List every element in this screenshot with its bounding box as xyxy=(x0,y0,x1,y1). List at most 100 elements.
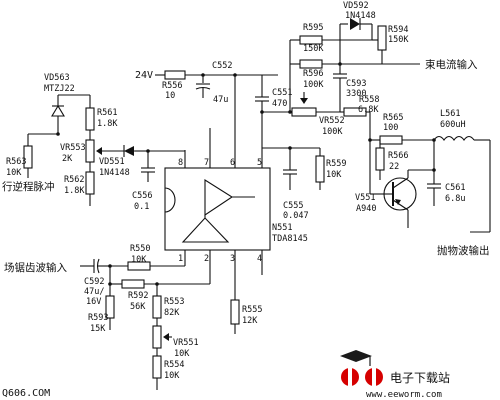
svg-text:V551: V551 xyxy=(355,193,375,203)
svg-text:470: 470 xyxy=(272,99,287,109)
svg-text:VD592: VD592 xyxy=(343,1,369,11)
svg-text:15K: 15K xyxy=(90,324,106,334)
svg-text:R594: R594 xyxy=(388,25,408,35)
svg-text:600uH: 600uH xyxy=(440,120,466,130)
r596 xyxy=(299,59,323,69)
r566 xyxy=(375,147,385,171)
vd563 xyxy=(51,104,65,117)
svg-text:R555: R555 xyxy=(242,305,262,315)
svg-text:1.8K: 1.8K xyxy=(64,186,85,196)
l561 xyxy=(433,135,475,141)
vr552 xyxy=(291,107,317,117)
svg-text:1N4148: 1N4148 xyxy=(345,11,376,21)
watermark-left: Q606.COM xyxy=(2,388,50,399)
svg-text:6.8u: 6.8u xyxy=(445,194,465,204)
svg-text:150K: 150K xyxy=(388,35,409,45)
r595 xyxy=(299,35,323,45)
svg-text:R550: R550 xyxy=(130,244,150,254)
svg-text:10K: 10K xyxy=(164,371,180,381)
svg-text:10K: 10K xyxy=(326,170,342,180)
svg-text:R563: R563 xyxy=(6,157,26,167)
svg-text:6.8K: 6.8K xyxy=(358,105,379,115)
svg-text:A940: A940 xyxy=(356,204,376,214)
beam-current-input-label: 束电流输入 xyxy=(425,58,478,71)
pin-3: 3 xyxy=(230,254,235,264)
parabola-output-label: 抛物波输出 xyxy=(437,244,490,257)
svg-text:10K: 10K xyxy=(174,349,190,359)
op-amp-upper xyxy=(204,179,234,217)
supply-label: 24V xyxy=(135,70,153,81)
r559 xyxy=(315,155,325,183)
svg-text:L561: L561 xyxy=(440,109,460,119)
r556 xyxy=(164,70,186,80)
r553 xyxy=(152,295,162,319)
svg-text:10: 10 xyxy=(165,91,175,101)
svg-text:R559: R559 xyxy=(326,159,346,169)
r562 xyxy=(85,171,95,195)
svg-text:16V: 16V xyxy=(86,297,101,307)
svg-text:R558: R558 xyxy=(359,95,379,105)
r565 xyxy=(379,135,403,145)
svg-text:1N4148: 1N4148 xyxy=(99,168,130,178)
watermark-brand: 电子下载站 xyxy=(390,371,450,385)
pin-4: 4 xyxy=(257,254,262,264)
svg-text:0.047: 0.047 xyxy=(283,211,309,221)
flyback-pulse-label: 行逆程脉冲 xyxy=(2,180,55,193)
svg-text:12K: 12K xyxy=(242,316,258,326)
svg-text:R565: R565 xyxy=(383,113,403,123)
svg-text:3300: 3300 xyxy=(346,89,366,99)
svg-text:R566: R566 xyxy=(388,151,408,161)
svg-text:VR552: VR552 xyxy=(319,116,345,126)
watermark-url: www.eeworm.com xyxy=(366,390,442,400)
svg-text:47u: 47u xyxy=(213,95,228,105)
r554 xyxy=(152,355,162,379)
svg-text:10K: 10K xyxy=(6,168,22,178)
svg-text:C592: C592 xyxy=(84,277,104,287)
svg-text:150K: 150K xyxy=(303,44,324,54)
svg-text:100: 100 xyxy=(383,123,398,133)
svg-text:100K: 100K xyxy=(303,80,324,90)
svg-text:56K: 56K xyxy=(130,302,146,312)
svg-text:R553: R553 xyxy=(164,297,184,307)
pin-8: 8 xyxy=(178,158,183,168)
pin-6: 6 xyxy=(230,158,235,168)
n551-ref: N551 xyxy=(272,223,292,233)
svg-text:100K: 100K xyxy=(322,127,343,137)
field-sawtooth-label: 场锯齿波输入 xyxy=(4,261,67,274)
svg-text:R596: R596 xyxy=(303,69,323,79)
vr553 xyxy=(85,139,95,163)
pin-5: 5 xyxy=(257,158,262,168)
vd551 xyxy=(124,146,134,156)
r592 xyxy=(121,279,145,289)
n551-val: TDA8145 xyxy=(272,234,308,244)
svg-text:2K: 2K xyxy=(62,154,73,164)
svg-text:VD551: VD551 xyxy=(99,157,125,167)
pin-7: 7 xyxy=(204,158,209,168)
svg-text:R561: R561 xyxy=(97,108,117,118)
svg-text:82K: 82K xyxy=(164,308,180,318)
r594 xyxy=(377,25,387,51)
ic-body xyxy=(164,167,271,251)
svg-text:C561: C561 xyxy=(445,183,465,193)
svg-text:R556: R556 xyxy=(162,81,182,91)
svg-text:VR551: VR551 xyxy=(173,338,199,348)
svg-text:R562: R562 xyxy=(64,175,84,185)
pin-1: 1 xyxy=(178,254,183,264)
svg-text:47u/: 47u/ xyxy=(84,287,104,297)
eeworm-logo xyxy=(340,350,383,386)
svg-text:VR553: VR553 xyxy=(60,143,86,153)
pin-2: 2 xyxy=(204,254,209,264)
svg-text:C556: C556 xyxy=(132,191,152,201)
svg-text:VD563: VD563 xyxy=(44,73,70,83)
svg-text:R595: R595 xyxy=(303,23,323,33)
svg-text:C555: C555 xyxy=(283,201,303,211)
c592 xyxy=(96,258,100,274)
svg-text:C551: C551 xyxy=(272,88,292,98)
svg-text:22: 22 xyxy=(389,162,399,172)
op-amp-lower xyxy=(181,217,230,243)
vd592 xyxy=(350,18,360,30)
vr551 xyxy=(152,325,162,349)
svg-text:MTZJ22: MTZJ22 xyxy=(44,84,75,94)
svg-text:R592: R592 xyxy=(128,291,148,301)
